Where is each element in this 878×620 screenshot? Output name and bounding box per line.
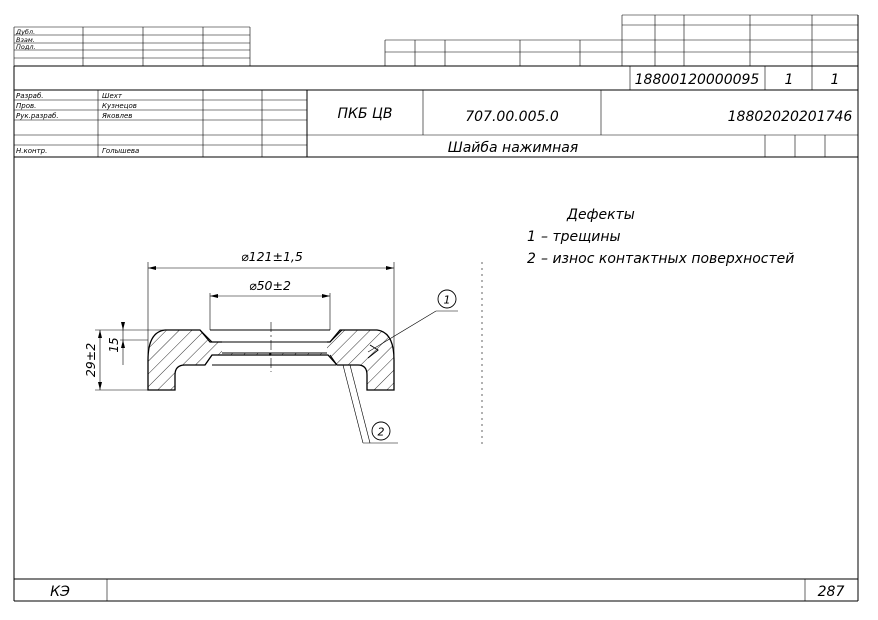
stamp-label-dubl: Дубл. bbox=[15, 28, 35, 36]
role-label: Пров. bbox=[16, 102, 36, 110]
section-right bbox=[269, 329, 395, 391]
role-name: Кузнецов bbox=[102, 102, 137, 110]
drawing-number: 707.00.005.0 bbox=[465, 109, 559, 125]
page-number: 287 bbox=[818, 584, 845, 600]
organization-name: ПКБ ЦВ bbox=[338, 106, 393, 122]
dimension-lines bbox=[95, 262, 395, 391]
outer-diameter-dimension: ⌀121±1,5 bbox=[241, 249, 303, 264]
role-label: Н.контр. bbox=[16, 147, 47, 155]
role-name: Шехт bbox=[102, 92, 123, 100]
stamp-label-podl: Подл. bbox=[16, 43, 36, 51]
defect-1-text: – трещины bbox=[541, 229, 621, 245]
defects-title: Дефекты bbox=[566, 207, 635, 223]
callout-2-circle bbox=[371, 421, 391, 441]
inner-diameter-dimension: ⌀50±2 bbox=[249, 278, 291, 293]
callout-2-number: 2 bbox=[378, 426, 385, 439]
header-grid bbox=[13, 14, 859, 602]
sheets-total: 1 bbox=[831, 72, 840, 88]
role-label: Разраб. bbox=[16, 92, 44, 100]
sheet-number: 1 bbox=[785, 72, 794, 88]
defect-1-number: 1 bbox=[527, 229, 536, 245]
stamp-label-vzam: Взам. bbox=[16, 36, 35, 44]
callout-leaders bbox=[342, 262, 483, 448]
washer-section-view bbox=[147, 322, 395, 391]
defect-2-text: – износ контактных поверхностей bbox=[541, 251, 794, 267]
callout-1-circle bbox=[437, 289, 457, 309]
step-dimension: 15 bbox=[107, 337, 121, 352]
role-name: Яковлев bbox=[101, 112, 132, 120]
document-type: КЭ bbox=[50, 584, 70, 600]
defect-2-number: 2 bbox=[527, 251, 536, 267]
role-name: Голышева bbox=[102, 147, 139, 155]
role-label: Рук.разраб. bbox=[16, 112, 59, 120]
part-name: Шайба нажимная bbox=[448, 140, 578, 156]
product-code: 18802020201746 bbox=[728, 109, 853, 125]
document-code: 18800120000095 bbox=[635, 72, 760, 88]
callout-1-number: 1 bbox=[444, 294, 451, 307]
height-dimension: 29±2 bbox=[83, 343, 98, 377]
